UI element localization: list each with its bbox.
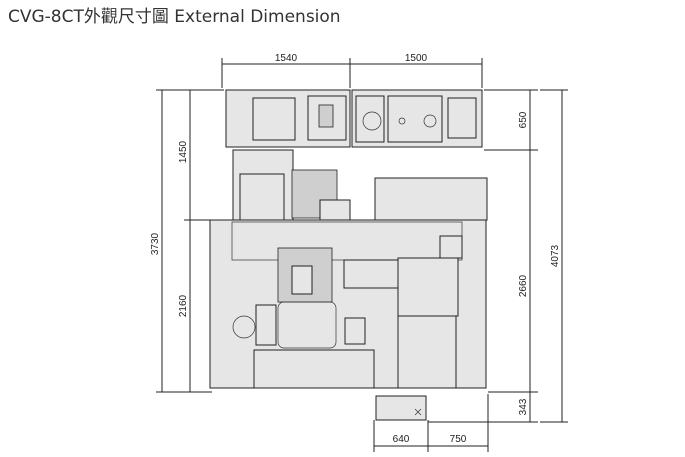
dim-bottom-left: 640 bbox=[393, 434, 410, 445]
dim-right-bottom: 343 bbox=[518, 398, 529, 415]
dimension-lines bbox=[156, 58, 568, 452]
page-title: CVG-8CT外觀尺寸圖 External Dimension bbox=[8, 7, 341, 27]
control-box-left bbox=[355, 95, 385, 143]
worktable bbox=[277, 301, 337, 349]
rotary-dial bbox=[232, 315, 256, 339]
cabinet-unit-core bbox=[318, 104, 334, 128]
control-panel bbox=[387, 95, 443, 143]
dim-left-upper: 1450 bbox=[178, 140, 189, 163]
dim-top-left: 1540 bbox=[275, 53, 298, 64]
dim-left-lower: 2160 bbox=[178, 294, 189, 317]
dim-right-total: 4073 bbox=[550, 244, 561, 267]
control-button bbox=[398, 117, 406, 125]
chip-conveyor bbox=[375, 395, 427, 421]
dim-top-right: 1500 bbox=[405, 53, 428, 64]
duct-housing bbox=[291, 169, 338, 219]
coolant-unit bbox=[344, 317, 366, 345]
control-box-right bbox=[447, 97, 477, 139]
side-housing bbox=[397, 257, 459, 317]
machine-outline bbox=[209, 89, 488, 421]
operator-panel bbox=[439, 235, 463, 259]
spindle bbox=[291, 265, 313, 295]
control-switch bbox=[423, 114, 437, 128]
control-knob bbox=[362, 111, 382, 131]
dim-right-middle: 2660 bbox=[518, 274, 529, 297]
dim-bottom-right: 750 bbox=[450, 434, 467, 445]
dim-left-total: 3730 bbox=[150, 232, 161, 255]
cabinet-unit bbox=[307, 95, 347, 141]
hood bbox=[319, 199, 351, 221]
dim-right-top: 650 bbox=[518, 111, 529, 128]
lower-right-housing bbox=[397, 315, 457, 389]
cabinet-panel bbox=[252, 97, 296, 141]
lower-base bbox=[253, 349, 375, 389]
tool-magazine bbox=[343, 259, 399, 289]
right-upper-structure bbox=[374, 177, 488, 221]
chuck-unit bbox=[255, 304, 277, 346]
middle-panel bbox=[239, 173, 285, 221]
conveyor-mark-2 bbox=[414, 408, 422, 416]
